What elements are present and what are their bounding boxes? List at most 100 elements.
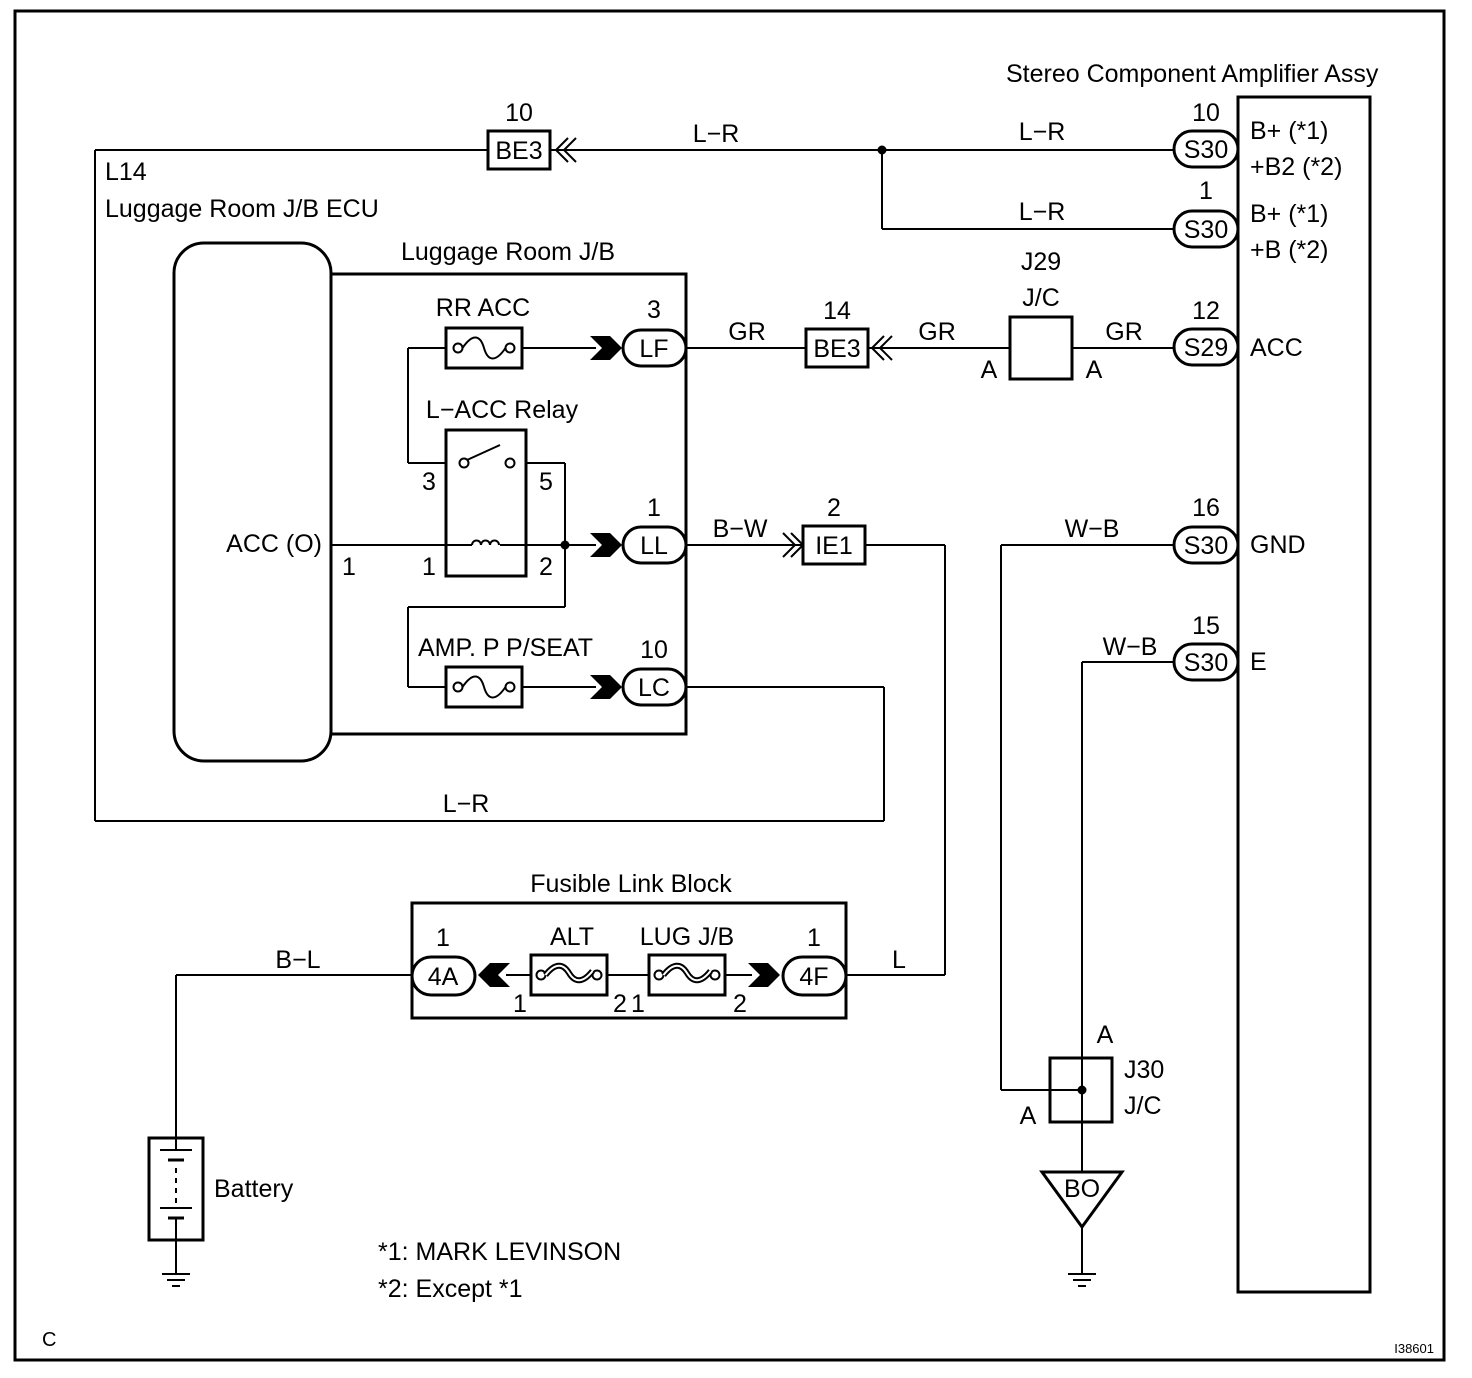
figure-id: I38601 xyxy=(1394,1341,1434,1356)
conn-lc-arrow-icon xyxy=(590,675,622,699)
ground-icon-right xyxy=(1067,1273,1097,1287)
relay-pin-1: 1 xyxy=(422,553,436,581)
j29-box xyxy=(1008,315,1074,381)
wire-bw xyxy=(686,532,946,975)
amp-pin-1-conn-label: S30 xyxy=(1184,216,1228,244)
wire-lr-bottom xyxy=(95,686,885,822)
fusible-link-block xyxy=(410,901,848,1020)
wire-label-lr-top-right: L−R xyxy=(1019,118,1066,146)
amp-pin-15-conn-label: S30 xyxy=(1184,649,1228,677)
amp-pin-10-label-2: +B2 (*2) xyxy=(1250,153,1342,181)
page-frame xyxy=(13,9,1446,1362)
conn-4f-number: 1 xyxy=(807,924,821,952)
j30-pin-top: A xyxy=(1097,1021,1114,1049)
amp-pin-1-number: 1 xyxy=(1199,177,1213,205)
conn-4a-arrow-icon xyxy=(478,963,510,987)
lug-pin-2: 2 xyxy=(733,990,747,1018)
j30-pin-left: A xyxy=(1020,1102,1037,1130)
ground-point-bo-label: BO xyxy=(1064,1175,1100,1203)
rr-acc-fuse-label: RR ACC xyxy=(436,294,530,322)
ie1-label: IE1 xyxy=(815,532,853,560)
fusible-title: Fusible Link Block xyxy=(530,870,732,898)
be3-mid-connector: BE3 14 xyxy=(804,297,870,369)
amp-pin-16-conn-label: S30 xyxy=(1184,532,1228,560)
conn-4f-arrow-icon xyxy=(748,963,780,987)
conn-4a-number: 1 xyxy=(436,924,450,952)
ecu-acc-block xyxy=(172,241,333,763)
ie1-number: 2 xyxy=(827,494,841,522)
wire-label-gr-2: GR xyxy=(918,318,956,346)
wire-lr-top xyxy=(94,137,1174,821)
jb-box xyxy=(331,272,688,736)
corner-label: C xyxy=(42,1329,56,1351)
wire-label-lr-bottom: L−R xyxy=(443,790,490,818)
amp-pin-16-label: GND xyxy=(1250,531,1306,559)
j29-code: J29 xyxy=(1021,248,1061,276)
lug-jb-label: LUG J/B xyxy=(640,923,734,951)
conn-lc: LC 10 xyxy=(621,636,688,707)
j30-type: J/C xyxy=(1124,1092,1162,1120)
ecu-name: Luggage Room J/B ECU xyxy=(105,195,379,223)
ecu-acc-label: ACC (O) xyxy=(226,530,322,558)
ecu-code: L14 xyxy=(105,158,147,186)
conn-lf-number: 3 xyxy=(647,296,661,324)
relay-pin-5: 5 xyxy=(539,468,553,496)
wire-label-bw: B−W xyxy=(713,515,768,543)
note-1: *1: MARK LEVINSON xyxy=(378,1238,621,1266)
alt-label: ALT xyxy=(550,923,594,951)
conn-ll-number: 1 xyxy=(647,494,661,522)
amp-pin-16-connector: S30 16 xyxy=(1172,494,1240,565)
be3-top-connector: BE3 10 xyxy=(486,99,552,171)
wire-wb xyxy=(1000,544,1174,1274)
amp-pin-15-connector: S30 15 xyxy=(1172,612,1240,682)
amp-pin-12-conn-label: S29 xyxy=(1184,334,1228,362)
be3-top-label: BE3 xyxy=(495,137,542,165)
ie1-connector: IE1 2 xyxy=(801,494,867,566)
j29-pin-right: A xyxy=(1086,356,1103,384)
amp-pin-15-label: E xyxy=(1250,648,1267,676)
wire-bl xyxy=(175,974,412,1274)
conn-ll: LL 1 xyxy=(621,494,688,565)
conn-lc-label: LC xyxy=(638,674,670,702)
relay-label: L−ACC Relay xyxy=(426,396,579,424)
wire-label-lr-second: L−R xyxy=(1019,198,1066,226)
alt-pin-1: 1 xyxy=(513,990,527,1018)
battery-label: Battery xyxy=(214,1175,294,1203)
j29-type: J/C xyxy=(1022,284,1060,312)
conn-4f: 4F 1 xyxy=(781,924,848,997)
jb-internal-wiring xyxy=(331,347,596,688)
note-2: *2: Except *1 xyxy=(378,1275,523,1303)
amp-pin-1-connector: S30 1 xyxy=(1172,177,1240,249)
conn-lf-label: LF xyxy=(639,335,668,363)
conn-ll-label: LL xyxy=(640,532,668,560)
conn-lc-number: 10 xyxy=(640,636,668,664)
relay-icon xyxy=(444,428,528,578)
j30-box xyxy=(1048,1056,1114,1124)
amp-pin-16-number: 16 xyxy=(1192,494,1220,522)
conn-4f-label: 4F xyxy=(799,963,828,991)
amp-pin-1-label-1: B+ (*1) xyxy=(1250,200,1329,228)
amp-pin-10-label-1: B+ (*1) xyxy=(1250,117,1329,145)
be3-top-number: 10 xyxy=(505,99,533,127)
ecu-acc-pin: 1 xyxy=(342,553,356,581)
conn-4a-label: 4A xyxy=(428,963,459,991)
amplifier-title: Stereo Component Amplifier Assy xyxy=(1006,60,1379,88)
amp-pin-10-connector: S30 10 xyxy=(1172,99,1240,169)
alt-fusible-link-icon xyxy=(531,955,607,995)
relay-pin-2: 2 xyxy=(539,553,553,581)
battery-icon xyxy=(147,1136,205,1242)
wire-label-wb-e: W−B xyxy=(1103,633,1158,661)
lug-pin-1: 1 xyxy=(631,990,645,1018)
conn-4a: 4A 1 xyxy=(410,924,477,997)
wire-label-gr-3: GR xyxy=(1105,318,1143,346)
ground-point-bo-icon xyxy=(1039,1170,1125,1230)
j29-pin-left: A xyxy=(981,356,998,384)
jb-title: Luggage Room J/B xyxy=(401,238,615,266)
amp-pin-10-conn-label: S30 xyxy=(1184,136,1228,164)
amp-pin-12-connector: S29 12 xyxy=(1172,297,1240,367)
wire-label-wb-gnd: W−B xyxy=(1065,515,1120,543)
amplifier-box xyxy=(1236,95,1372,1294)
wire-label-lr-top-left: L−R xyxy=(693,120,740,148)
amp-pin-1-label-2: +B (*2) xyxy=(1250,236,1329,264)
